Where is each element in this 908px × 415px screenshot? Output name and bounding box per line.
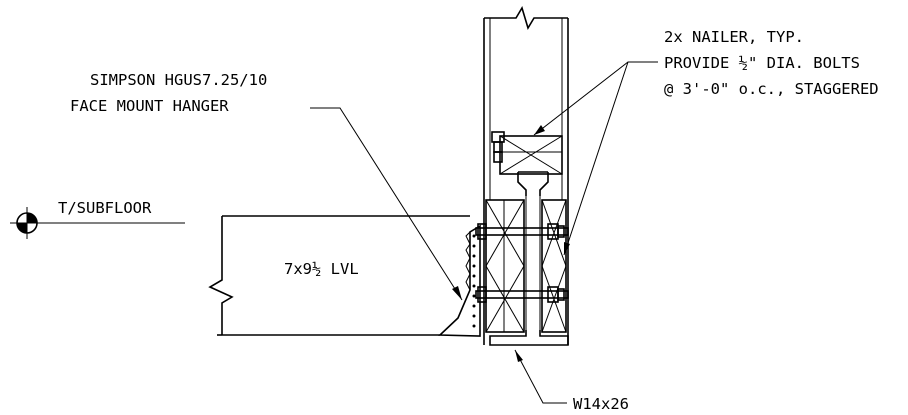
- nailer-label-line2: PROVIDE ½" DIA. BOLTS: [664, 54, 860, 72]
- through-bolt-lower: [475, 286, 569, 303]
- nailer-label-line3: @ 3'-0" o.c., STAGGERED: [664, 80, 879, 98]
- elevation-marker-icon: [10, 207, 185, 239]
- lvl-beam: [208, 215, 470, 336]
- through-bolt-upper: [475, 223, 569, 240]
- nailer-leader-top: [533, 61, 658, 136]
- steel-beam-w14x26: [489, 171, 569, 346]
- subfloor-label: T/SUBFLOOR: [58, 199, 152, 217]
- lvl-label: 7x9½ LVL: [284, 260, 359, 278]
- nailer-leader-side: [563, 61, 629, 256]
- hanger-label-line1: SIMPSON HGUS7.25/10: [90, 71, 267, 89]
- hanger-leader: [310, 107, 463, 301]
- beam-leader: [514, 349, 567, 404]
- top-nailer: [491, 131, 563, 175]
- nailer-label-line1: 2x NAILER, TYP.: [664, 28, 804, 46]
- beam-label: W14x26: [573, 395, 629, 413]
- face-mount-hanger: [438, 224, 481, 337]
- hanger-label-line2: FACE MOUNT HANGER: [70, 97, 229, 115]
- side-nailers: [485, 199, 567, 333]
